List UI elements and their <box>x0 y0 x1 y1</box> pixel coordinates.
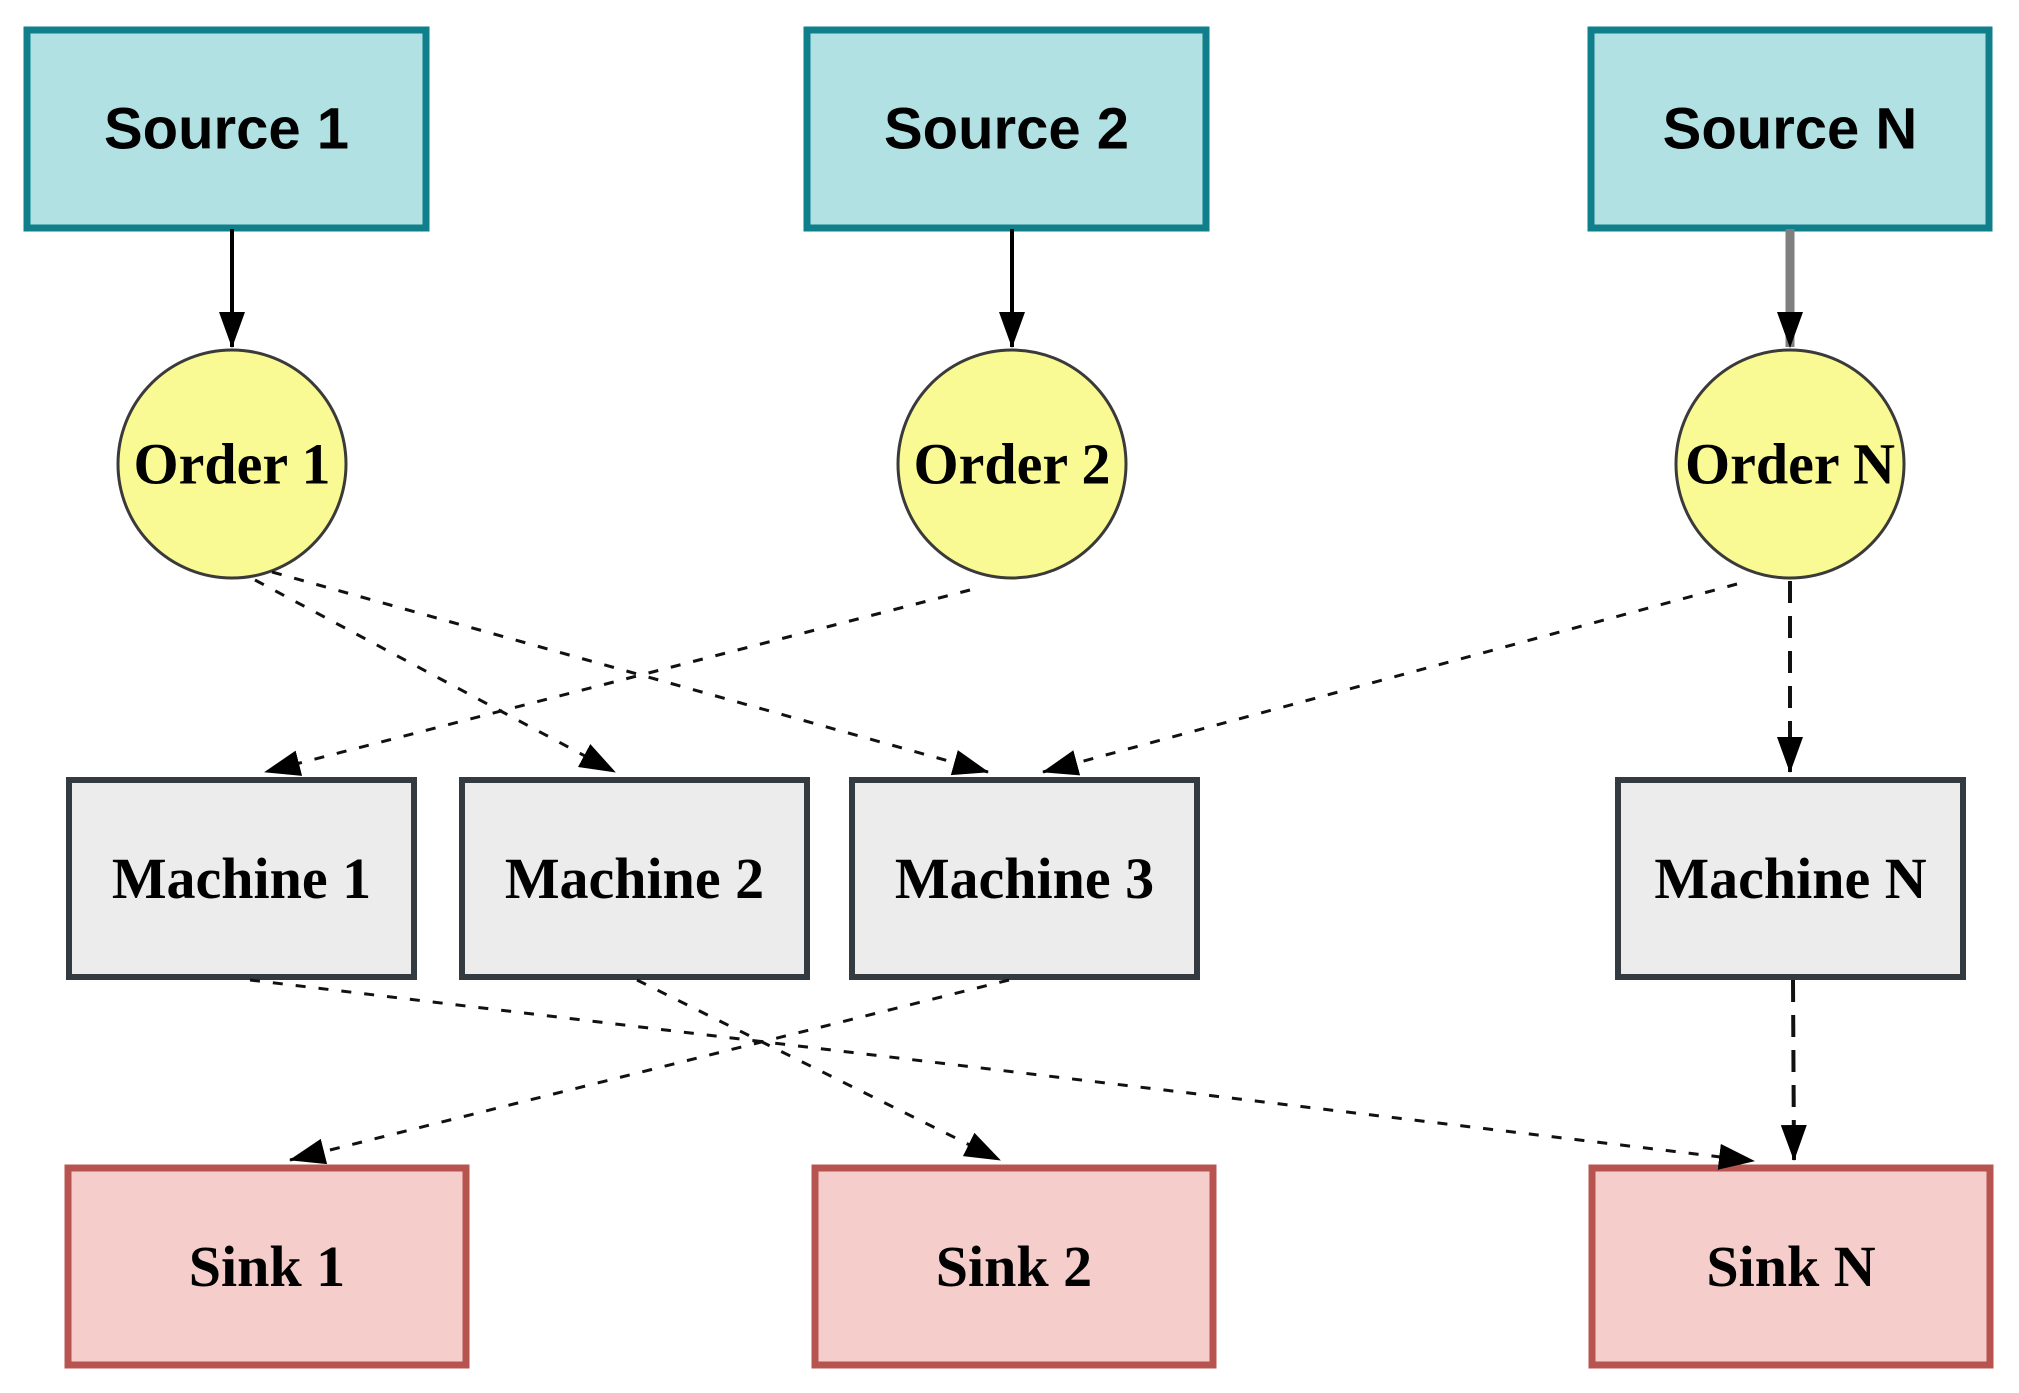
node-label-source-2: Source 2 <box>884 97 1129 162</box>
order-shape-order-n <box>1674 348 1906 580</box>
edge-machine-2-to-sink-2 <box>636 978 1001 1162</box>
order-shape-order-1 <box>116 348 348 580</box>
order-shape-order-2 <box>896 348 1128 580</box>
node-label-machine-n: Machine N <box>1654 846 1926 911</box>
source-shape-source-n <box>1587 26 1993 232</box>
sink-shape-sink-n <box>1588 1164 1994 1369</box>
node-label-machine-1: Machine 1 <box>112 846 371 911</box>
node-sink-1: Sink 1 <box>64 1164 470 1369</box>
node-order-n: Order N <box>1674 348 1906 580</box>
node-machine-3: Machine 3 <box>849 777 1200 980</box>
edge-order-2-to-machine-1 <box>264 588 971 776</box>
edges-layer <box>219 229 1807 1170</box>
node-machine-2: Machine 2 <box>459 777 810 980</box>
node-sink-2: Sink 2 <box>811 1164 1217 1369</box>
machine-shape-machine-3 <box>849 777 1200 980</box>
node-label-sink-1: Sink 1 <box>189 1234 345 1299</box>
node-label-sink-n: Sink N <box>1706 1234 1875 1299</box>
edge-machine-3-to-sink-1 <box>289 978 1010 1165</box>
node-source-1: Source 1 <box>23 26 430 232</box>
node-source-2: Source 2 <box>803 26 1210 232</box>
node-label-order-2: Order 2 <box>913 432 1110 497</box>
node-order-1: Order 1 <box>116 348 348 580</box>
source-shape-source-1 <box>23 26 430 232</box>
node-label-order-1: Order 1 <box>133 432 330 497</box>
source-shape-source-2 <box>803 26 1210 232</box>
node-label-order-n: Order N <box>1685 432 1895 497</box>
node-label-sink-2: Sink 2 <box>936 1234 1092 1299</box>
node-label-source-1: Source 1 <box>104 97 349 162</box>
node-label-machine-2: Machine 2 <box>505 846 764 911</box>
node-machine-n: Machine N <box>1615 777 1966 980</box>
node-source-n: Source N <box>1587 26 1993 232</box>
node-sink-n: Sink N <box>1588 1164 1994 1369</box>
edge-order-1-to-machine-2 <box>254 578 616 774</box>
edge-order-n-to-machine-3 <box>1042 582 1738 776</box>
sink-shape-sink-1 <box>64 1164 470 1369</box>
node-order-2: Order 2 <box>896 348 1128 580</box>
edge-machine-n-to-sink-n <box>1780 979 1807 1161</box>
machine-shape-machine-1 <box>66 777 417 980</box>
machine-shape-machine-n <box>1615 777 1966 980</box>
edge-machine-1-to-sink-n <box>249 978 1755 1170</box>
edge-order-1-to-machine-3 <box>271 570 989 776</box>
node-label-source-n: Source N <box>1663 97 1918 162</box>
node-label-machine-3: Machine 3 <box>895 846 1154 911</box>
node-machine-1: Machine 1 <box>66 777 417 980</box>
nodes-layer: Source 1 Source 2 Source N Order 1 Order 2 Or… <box>23 26 1994 1369</box>
machine-shape-machine-2 <box>459 777 810 980</box>
sink-shape-sink-2 <box>811 1164 1217 1369</box>
